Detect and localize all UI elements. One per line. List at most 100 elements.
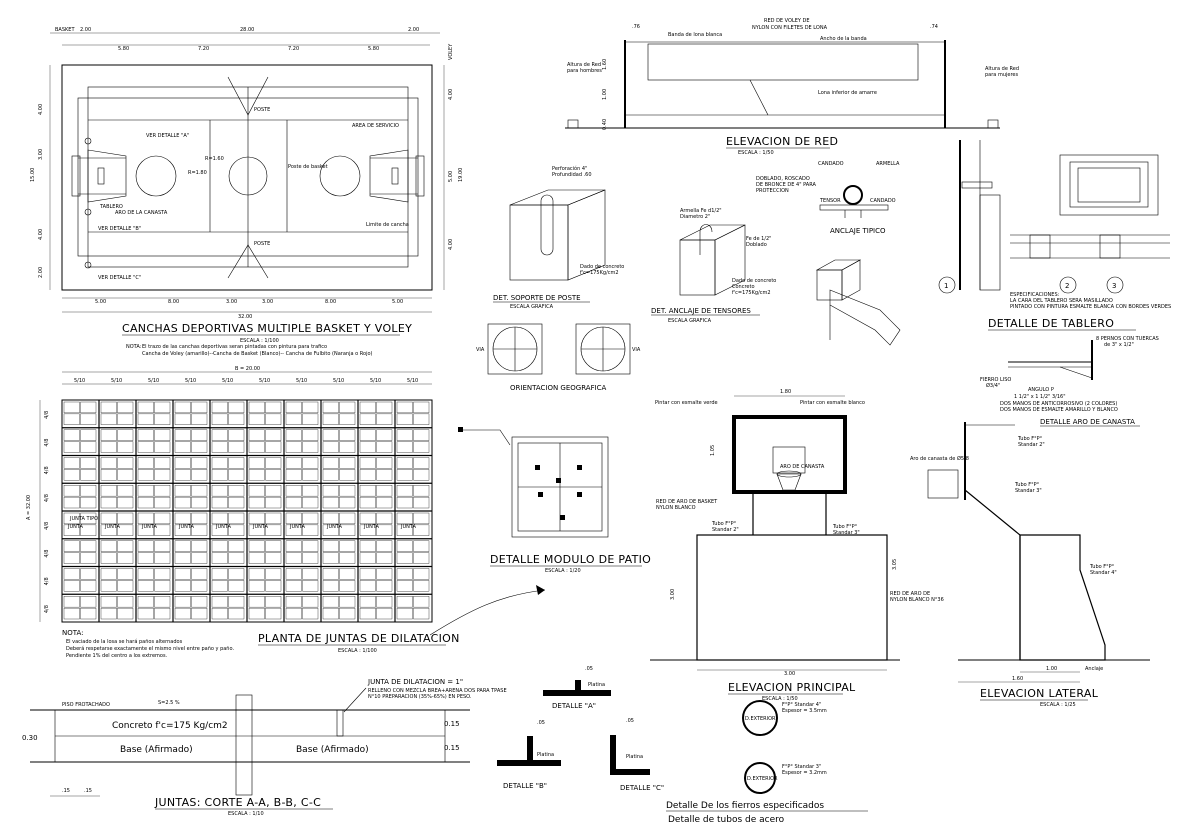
joint-panel: [174, 580, 191, 592]
joint-panel: [359, 401, 376, 414]
joint-panel: [396, 596, 413, 608]
joint-panel: [265, 607, 282, 620]
main-tube2: Tubo F°P°: [832, 524, 858, 530]
board-detail: 1 2 3 ESPECIFICACIONES: LA CARA DEL TABL…: [938, 140, 1171, 331]
joint-panel: [413, 580, 430, 592]
joint-panel: [396, 552, 413, 564]
joint-panel: [191, 401, 208, 414]
section-base-right: Base (Afirmado): [296, 745, 369, 755]
joint-label: JUNTA: [178, 524, 195, 530]
joint-panel: [359, 540, 376, 552]
label-board: TABLERO: [99, 204, 123, 210]
joint-panel: [63, 485, 80, 497]
joint-panel: [137, 401, 154, 414]
tensor-bolt-1: Fe de 1/2": [746, 236, 771, 242]
joint-panel: [265, 441, 282, 453]
joint-panel: [228, 457, 245, 469]
joint-label: JUNTA: [67, 524, 84, 530]
joint-panel: [80, 524, 97, 536]
joint-panel: [174, 607, 191, 620]
note-1: El vaciado de la losa se hará paños alte…: [66, 638, 183, 645]
joint-panel: [228, 607, 245, 620]
tube-dia-1: D.EXTERIOR: [745, 716, 776, 722]
net-women-2: para mujeres: [985, 72, 1018, 78]
joint-panel: [396, 429, 413, 441]
joint-panel: [285, 441, 302, 453]
joint-panel: [137, 568, 154, 580]
joint-panel: [191, 607, 208, 620]
joint-panel: [376, 441, 393, 453]
joint-panel: [285, 457, 302, 469]
joint-panel: [117, 607, 134, 620]
joint-panel: [248, 429, 265, 441]
tube-dia-2: D.EXTERIOR: [747, 776, 778, 782]
post-note-2: Profundidad .60: [552, 172, 592, 178]
dim-right-total: 19.00: [458, 168, 464, 182]
scale-net-elev: ESCALA : 1/50: [738, 150, 774, 156]
joint-panel: [322, 596, 339, 608]
joint-panel: [174, 512, 191, 525]
title-detail-c: DETALLE "C": [620, 784, 664, 792]
joint-panel: [137, 441, 154, 453]
joint-panel: [174, 413, 191, 425]
orient-via-2: VIA: [632, 347, 641, 353]
joint-panel: [396, 469, 413, 481]
joint-panel: [285, 596, 302, 608]
title-joints-plan: PLANTA DE JUNTAS DE DILATACION: [258, 632, 460, 645]
courts-note-1: El trazo de las canchas deportivas seran…: [142, 344, 327, 350]
hoop-paint-1: DOS MANOS DE ANTICORROSIVO (2 COLORES): [1000, 401, 1117, 407]
joints-top-seg: 5/10: [148, 378, 159, 384]
anchor-3: DOBLADO, ROSCADO: [756, 176, 810, 182]
joint-panel: [359, 596, 376, 608]
title-section: JUNTAS: CORTE A-A, B-B, C-C: [154, 796, 321, 809]
joint-panel: [248, 413, 265, 425]
joint-panel: [211, 512, 228, 525]
joint-panel: [302, 457, 319, 469]
small-details: Platina .05 DETALLE "A" Platina .05 DETA…: [497, 666, 868, 825]
joint-panel: [137, 580, 154, 592]
post-note-1: Perforación 4": [552, 165, 587, 172]
joints-left-seg: 4/8: [44, 577, 50, 585]
joint-panel: [137, 552, 154, 564]
post-support: Perforación 4" Profundidad .60 Dado de c…: [493, 165, 624, 310]
joint-panel: [248, 580, 265, 592]
main-paint-frame: Pintar con esmalte verde: [655, 400, 718, 406]
joint-panel: [100, 413, 117, 425]
joints-top-seg: 5/10: [370, 378, 381, 384]
joint-panel: [376, 485, 393, 497]
joint-panel: [211, 540, 228, 552]
anchor-5: PROTECCION: [756, 188, 789, 194]
joint-panel: [265, 457, 282, 469]
joint-panel: [191, 485, 208, 497]
dim-voley: VOLEY: [448, 43, 454, 60]
title-tubes: Detalle de tubos de acero: [668, 815, 785, 825]
net-h040: 0.40: [602, 119, 608, 130]
scale-tensor-anchor: ESCALA GRAFICA: [668, 318, 712, 324]
joint-panel: [396, 512, 413, 525]
joint-label: JUNTA: [104, 524, 121, 530]
joint-panel: [117, 441, 134, 453]
joint-panel: [100, 512, 117, 525]
joint-panel: [339, 401, 356, 414]
joint-panel: [396, 496, 413, 509]
anchor-4: DE BRONCE DE 4" PARA: [756, 182, 816, 188]
joint-panel: [302, 485, 319, 497]
joint-panel: [154, 413, 171, 425]
joints-left-seg: 4/8: [44, 439, 50, 447]
net-w074: .74: [930, 24, 938, 30]
joint-panel: [265, 496, 282, 509]
joint-panel: [248, 469, 265, 481]
net-h100: 1.00: [602, 89, 608, 100]
hoop-angle: ANGULO P: [1028, 387, 1054, 393]
joints-top-seg: 5/10: [222, 378, 233, 384]
joint-panel: [413, 540, 430, 552]
joint-panel: [63, 580, 80, 592]
dim-top-1: 2.00: [80, 27, 91, 33]
joint-panel: [302, 524, 319, 536]
joint-panel: [265, 512, 282, 525]
side-tube-a: Tubo F°P°: [1017, 436, 1043, 442]
main-w180: 1.80: [780, 389, 791, 395]
board-spec-3: PINTADO CON PINTURA ESMALTE BLANCA CON B…: [1010, 304, 1171, 310]
joint-panel: [100, 401, 117, 414]
net-lower-band: Lona inferior de amarre: [818, 90, 877, 96]
